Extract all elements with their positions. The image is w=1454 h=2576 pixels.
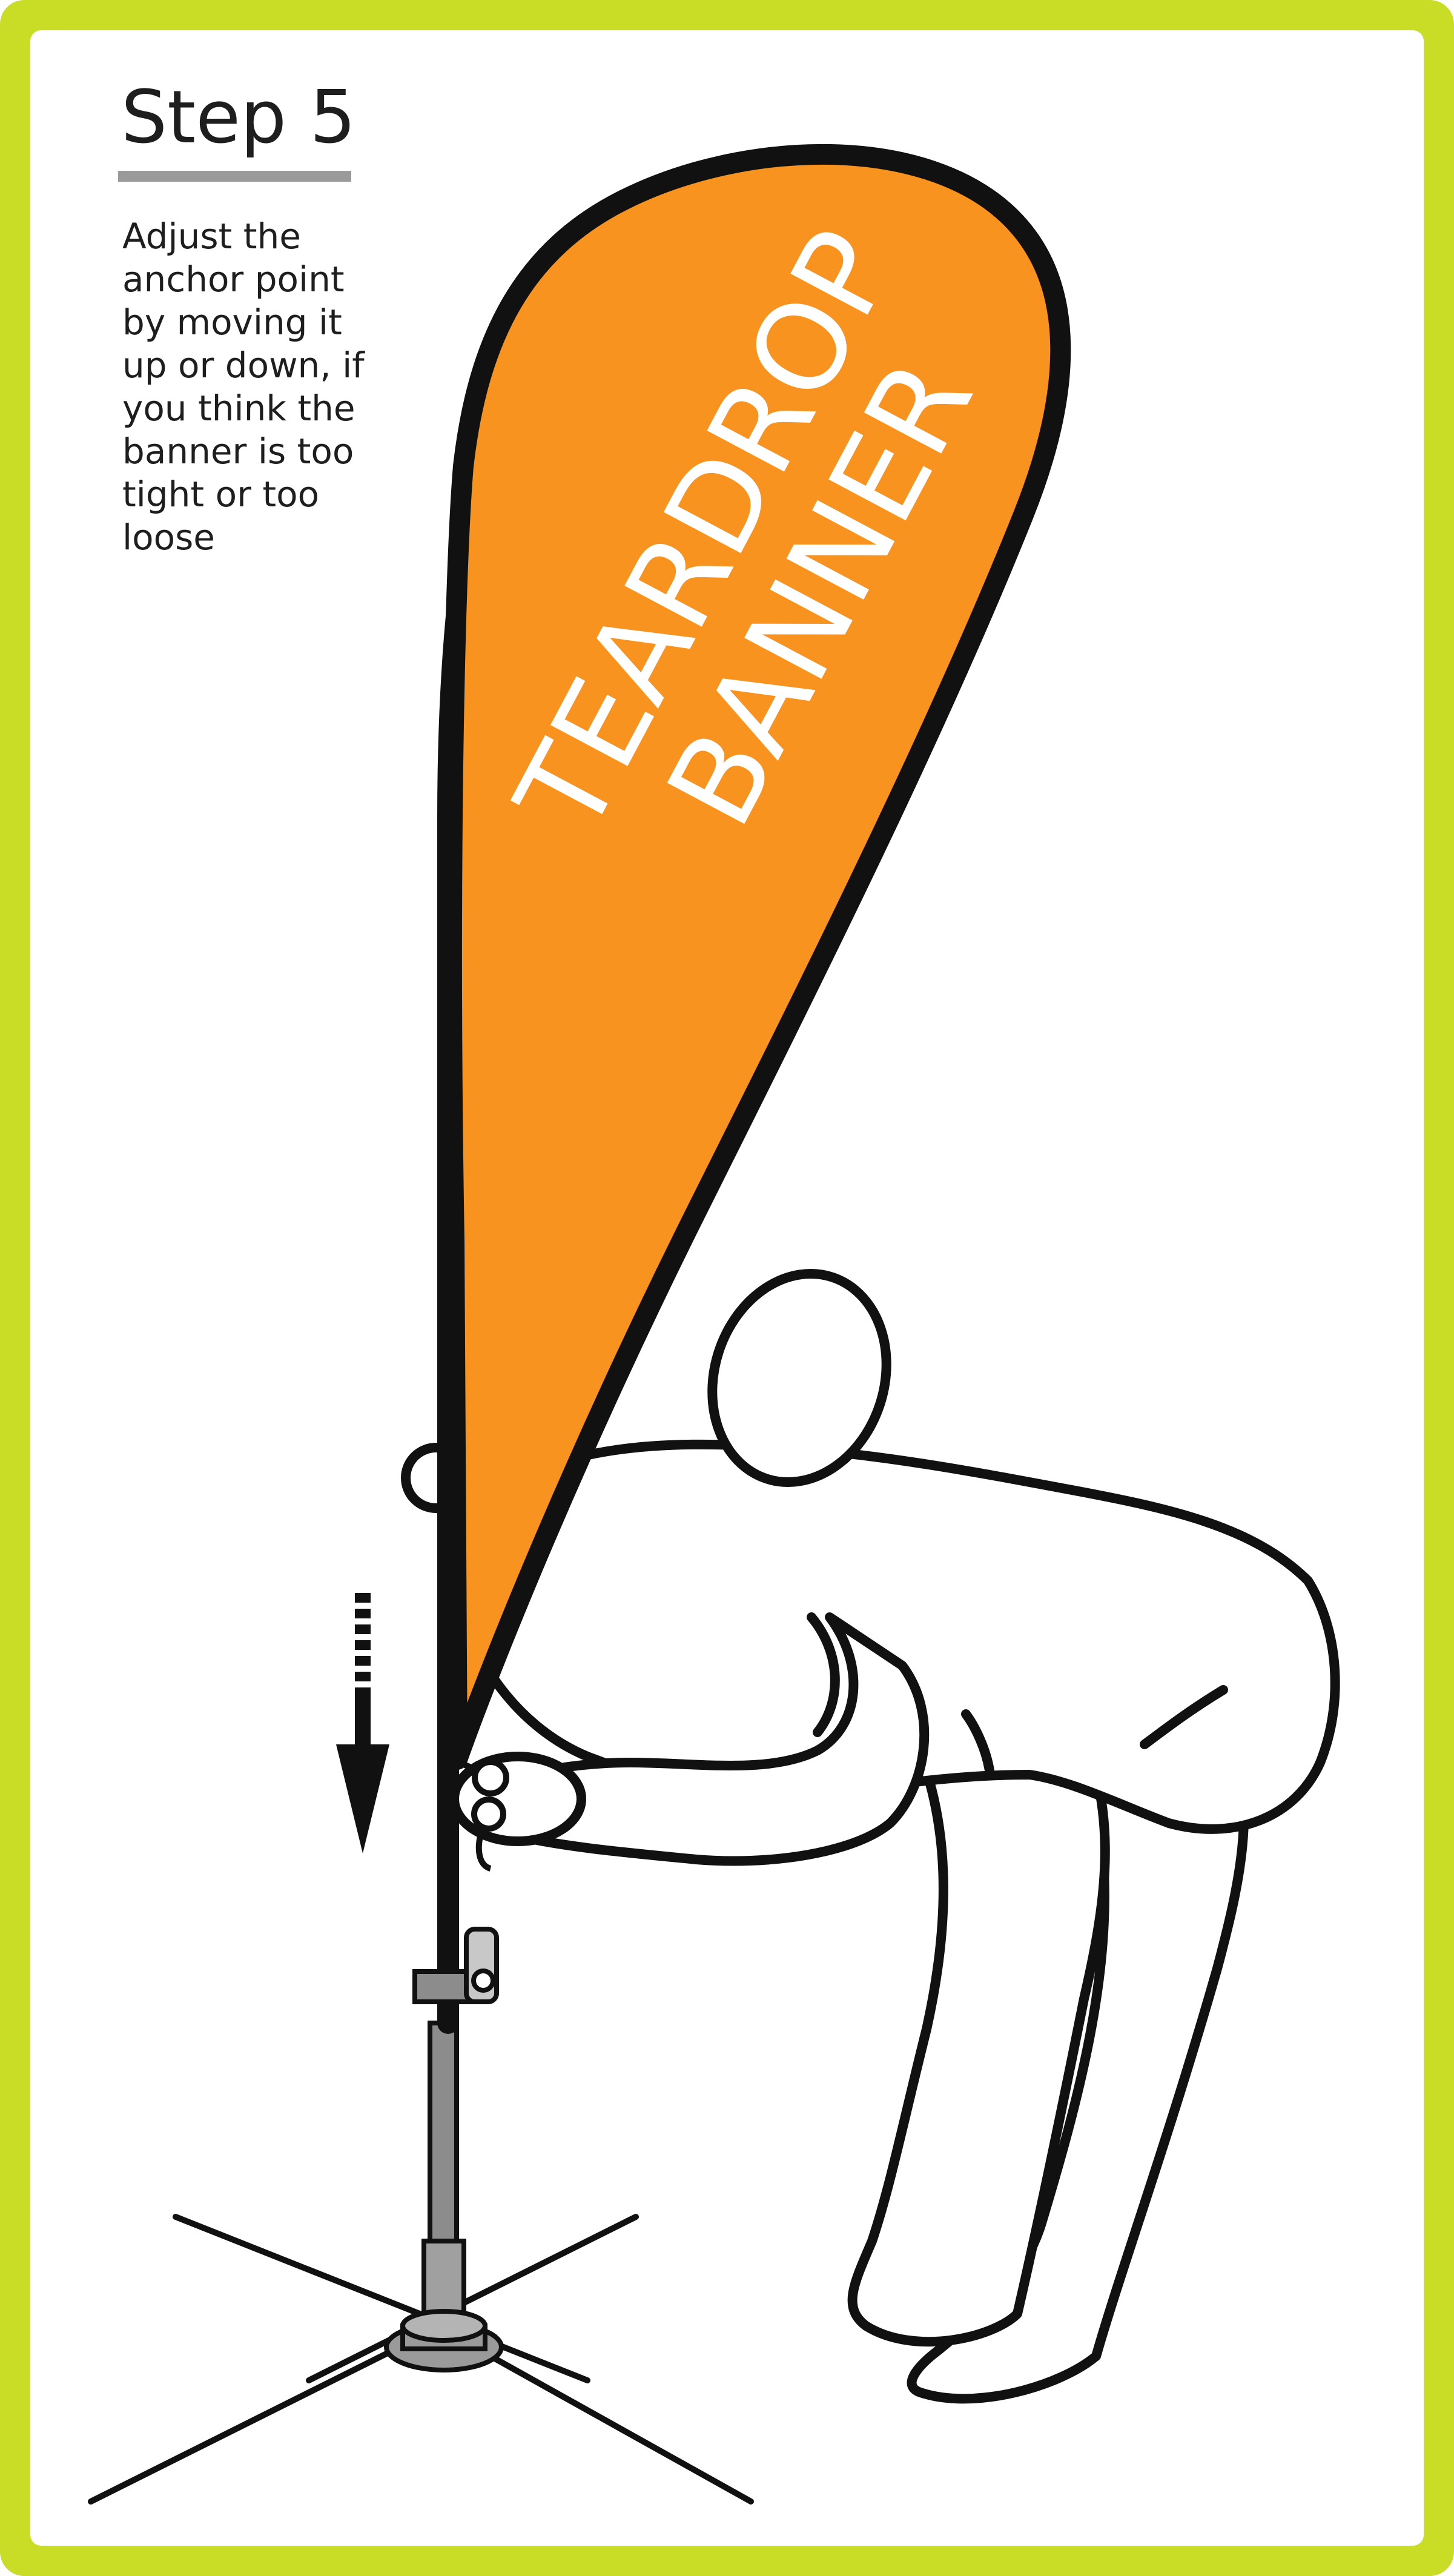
title-underline — [118, 171, 351, 182]
instruction-panel: TEARDROP BANNER Step 5 — [30, 30, 1424, 2546]
step-title: Step 5 — [121, 82, 356, 154]
step-instructions: Adjust the anchor point by moving it up … — [122, 215, 377, 559]
down-arrow-icon — [336, 1593, 389, 1853]
